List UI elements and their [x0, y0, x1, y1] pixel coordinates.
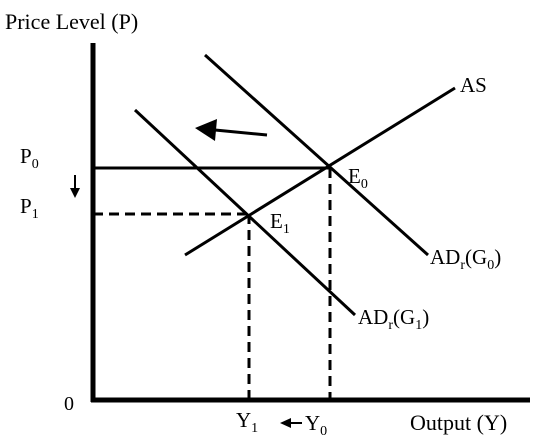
as-label: AS — [460, 73, 487, 97]
e0-label: E0 — [348, 164, 368, 192]
y1-label: Y1 — [236, 408, 258, 436]
as-curve — [184, 86, 456, 257]
x-axis-title: Output (Y) — [410, 410, 507, 435]
price-down-arrow-icon — [70, 175, 80, 198]
origin-label: 0 — [64, 393, 74, 415]
y-axis-title: Price Level (P) — [5, 9, 138, 34]
ad-g0-label: ADr(G0) — [430, 245, 501, 273]
e1-label: E1 — [270, 209, 290, 237]
y0-label: Y0 — [305, 411, 327, 439]
ad-g0-curve — [203, 53, 430, 257]
output-left-arrow-icon — [280, 418, 302, 428]
p1-label: P1 — [20, 194, 39, 222]
shift-left-arrow-icon — [195, 119, 268, 141]
ad-g1-label: ADr(G1) — [358, 305, 429, 333]
p0-label: P0 — [20, 144, 39, 172]
